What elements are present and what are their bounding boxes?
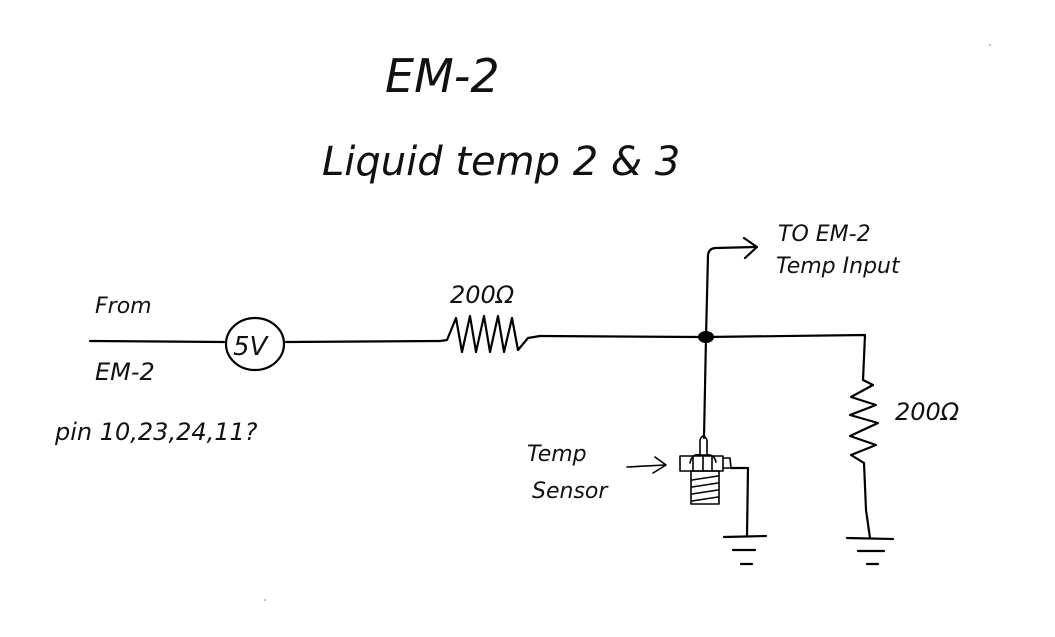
scan-speck [989,44,991,46]
voltage-source-label: 5V [233,332,270,362]
shunt-resistor-value: 200Ω [895,398,960,426]
ground-icon-left [722,534,768,539]
source-label-from: From [95,294,152,319]
junction-to-sensor-wire [702,335,708,440]
shunt-resistor [848,378,880,465]
sensor-label-line2: Sensor [532,479,609,504]
output-label-line2: Temp Input [776,254,901,279]
title: EM-2 [385,49,500,103]
output-label-line1: TO EM-2 [778,222,871,247]
source-to-resistor-wire [284,339,442,344]
sensor-label-line1: Temp [527,442,587,467]
input-wire [88,339,226,344]
temp-sensor-icon [679,435,732,505]
ground-icon-right [845,536,895,541]
subtitle: Liquid temp 2 & 3 [322,139,680,185]
scan-speck [264,599,266,601]
series-resistor-value: 200Ω [450,281,515,309]
source-label-em2: EM-2 [95,358,155,386]
shunt-to-ground-wire [862,461,872,540]
resistor-to-junction-wire [538,334,702,339]
source-pins-note: pin 10,23,24,11? [54,418,258,446]
voltage-source-circle [224,316,286,372]
output-arrow-icon [742,236,759,260]
junction-to-shunt-wire [704,333,867,382]
output-wire [704,245,757,339]
series-resistor [438,314,542,354]
sensor-to-ground-wire [729,466,750,538]
sensor-pointer-arrow-icon [626,456,667,474]
